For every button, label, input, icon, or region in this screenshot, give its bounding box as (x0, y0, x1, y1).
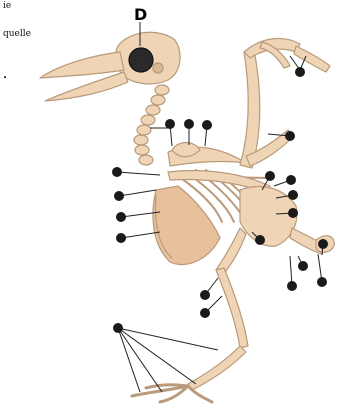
marker (116, 212, 126, 222)
toes (132, 385, 212, 402)
marker (288, 208, 298, 218)
marker (286, 175, 296, 185)
marker (298, 261, 308, 271)
marker (255, 235, 265, 245)
upper-beak (40, 52, 124, 78)
marker (288, 190, 298, 200)
eye-socket (129, 48, 153, 72)
marker (165, 119, 175, 129)
skull-opening (153, 63, 163, 73)
marker (202, 120, 212, 130)
tarsometatarsus (188, 346, 246, 390)
marker (318, 239, 328, 249)
marker (112, 167, 122, 177)
marker (265, 171, 275, 181)
neck-vertebrae (134, 85, 169, 165)
marker (116, 233, 126, 243)
marker (114, 191, 124, 201)
marker (287, 281, 297, 291)
label-top: D (134, 7, 147, 23)
tibiotarsus (216, 268, 248, 348)
marker (113, 323, 123, 333)
marker (295, 67, 305, 77)
marker (200, 290, 210, 300)
label-markers (112, 67, 328, 333)
marker (200, 308, 210, 318)
marker (184, 119, 194, 129)
humerus (240, 50, 260, 168)
marker (317, 277, 327, 287)
marker (285, 131, 295, 141)
sternum-keel (153, 186, 220, 265)
